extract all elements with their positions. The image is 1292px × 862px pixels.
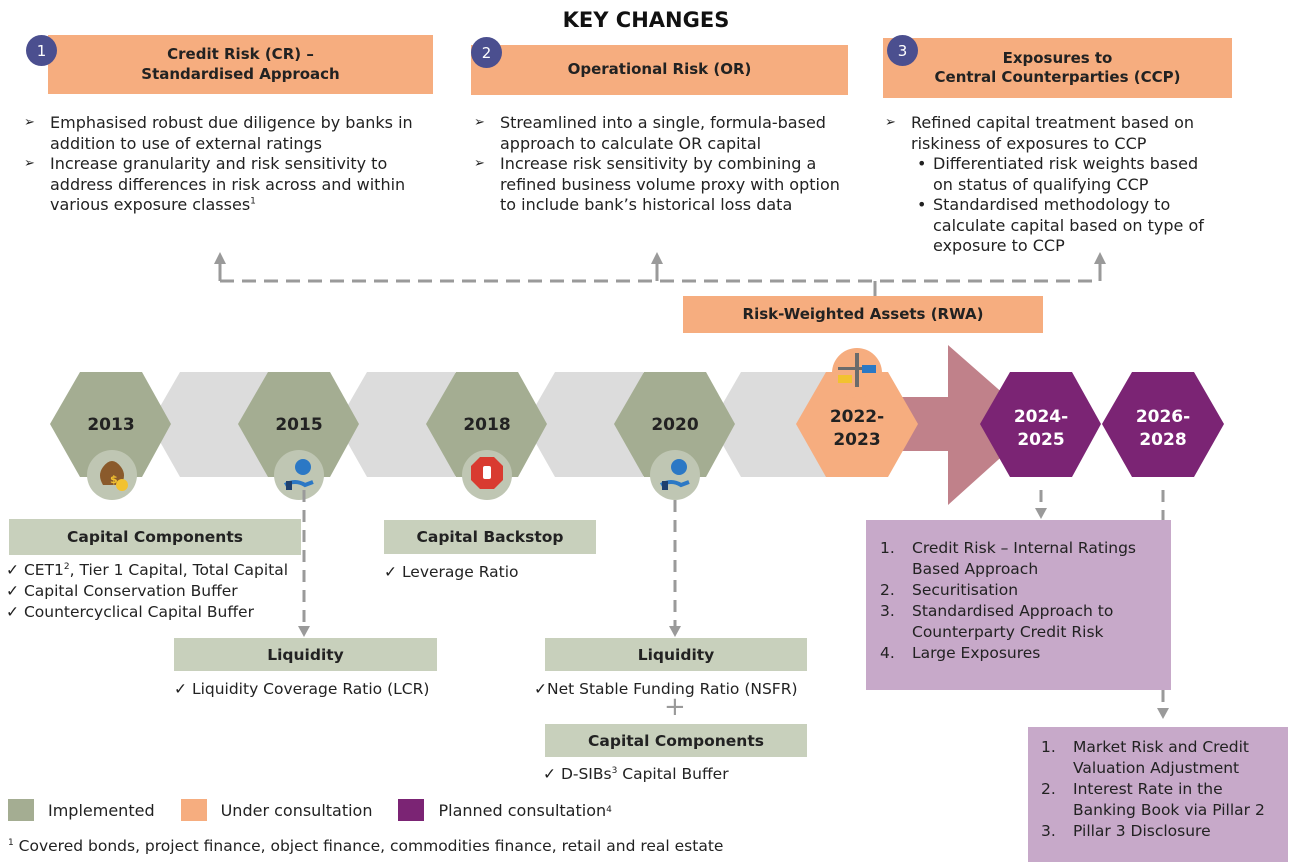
capital-backstop-item: ✓ Leverage Ratio xyxy=(384,563,519,581)
footnote: 1 Covered bonds, project finance, object… xyxy=(8,837,724,855)
box-2024-item-3: 3.Standardised Approach to Counterparty … xyxy=(880,602,1114,641)
credit-risk-bullet-2: ➢Increase granularity and risk sensitivi… xyxy=(24,154,406,214)
year-2020: 2020 xyxy=(651,415,698,435)
box-2026-2028: 1.Market Risk and Credit Valuation Adjus… xyxy=(1028,727,1288,862)
year-2026-line1: 2026- xyxy=(1136,407,1190,427)
arrow-bullet-icon: ➢ xyxy=(24,156,35,171)
year-2018: 2018 xyxy=(463,415,510,435)
credit-risk-header: Credit Risk (CR) – Standardised Approach xyxy=(48,35,433,94)
legend-swatch-planned xyxy=(398,799,425,821)
credit-risk-bullet-1: ➢Emphasised robust due diligence by bank… xyxy=(24,113,413,153)
hex-2022-2023 xyxy=(796,372,918,477)
ccp-subbullets: Differentiated risk weights based on sta… xyxy=(911,154,1215,257)
year-2013: 2013 xyxy=(87,415,134,435)
ccp-subbullet-2: Standardised methodology to calculate ca… xyxy=(911,195,1215,257)
ccp-subbullet-1: Differentiated risk weights based on sta… xyxy=(911,154,1215,195)
legend-under-consultation: Under consultation xyxy=(180,799,372,821)
capital-item-2: ✓ Capital Conservation Buffer xyxy=(6,582,238,600)
box-2024-2025: 1.Credit Risk – Internal Ratings Based A… xyxy=(866,520,1171,690)
arrow-bullet-icon: ➢ xyxy=(24,115,35,130)
box-2024-item-1: 1.Credit Risk – Internal Ratings Based A… xyxy=(880,539,1136,578)
arrow-bullet-icon: ➢ xyxy=(474,156,485,171)
rwa-label-bar: Risk-Weighted Assets (RWA) xyxy=(683,296,1043,333)
box-2026-item-3: 3.Pillar 3 Disclosure xyxy=(1041,822,1211,840)
capital-item-1: ✓ CET12, Tier 1 Capital, Total Capital xyxy=(6,561,289,579)
arrow-bullet-icon: ➢ xyxy=(474,115,485,130)
year-2022-line1: 2022- xyxy=(830,407,884,427)
down-arrow-icon xyxy=(1157,708,1169,719)
rwa-connector-lines xyxy=(214,252,1106,300)
coin-dollar-text: $ xyxy=(110,473,118,486)
liquidity-2015-header: Liquidity xyxy=(174,638,437,671)
box-2024-list: 1.Credit Risk – Internal Ratings Based A… xyxy=(880,538,1171,664)
number-badge-2: 2 xyxy=(471,37,502,68)
arrow-bullet-icon: ➢ xyxy=(885,115,896,130)
ccp-header: Exposures to Central Counterparties (CCP… xyxy=(883,38,1232,98)
down-arrow-icon xyxy=(669,626,681,637)
plus-sign: + xyxy=(664,692,686,722)
credit-risk-title-line1: Credit Risk (CR) – xyxy=(167,45,314,63)
ccp-bullets: ➢Refined capital treatment based on risk… xyxy=(885,113,1215,257)
lcr-item: ✓ Liquidity Coverage Ratio (LCR) xyxy=(174,680,430,698)
capital-components-list: ✓ CET12, Tier 1 Capital, Total Capital ✓… xyxy=(6,560,306,623)
hex-2015 xyxy=(238,372,359,477)
year-2026-line2: 2028 xyxy=(1139,430,1186,450)
legend-implemented: Implemented xyxy=(8,799,155,821)
capital-components-header: Capital Components xyxy=(9,519,301,555)
legend-swatch-under xyxy=(180,799,207,821)
box-2026-item-2: 2.Interest Rate in the Banking Book via … xyxy=(1041,780,1265,819)
operational-risk-bullets: ➢Streamlined into a single, formula-base… xyxy=(474,113,854,216)
hex-2020 xyxy=(614,372,735,477)
hex-2026-2028 xyxy=(1102,372,1224,477)
ccp-bullet-1: ➢Refined capital treatment based on risk… xyxy=(885,113,1215,257)
ccp-title-line2: Central Counterparties (CCP) xyxy=(934,68,1181,86)
box-2024-item-2: 2.Securitisation xyxy=(880,581,1019,599)
timeline-arrow xyxy=(900,345,1038,505)
year-2024-line2: 2025 xyxy=(1017,430,1064,450)
operational-risk-header: Operational Risk (OR) xyxy=(471,45,848,95)
year-2024-line1: 2024- xyxy=(1014,407,1068,427)
page-title: KEY CHANGES xyxy=(562,8,730,32)
capital-backstop-header: Capital Backstop xyxy=(384,520,596,554)
operational-risk-bullet-2: ➢Increase risk sensitivity by combining … xyxy=(474,154,840,214)
year-2015: 2015 xyxy=(275,415,322,435)
number-badge-3: 3 xyxy=(887,35,918,66)
capital-item-3: ✓ Countercyclical Capital Buffer xyxy=(6,603,254,621)
hex-2018 xyxy=(426,372,547,477)
box-2024-item-4: 4.Large Exposures xyxy=(880,644,1041,662)
down-arrow-icon xyxy=(1035,508,1047,519)
hex-2013 xyxy=(50,372,171,477)
dsibs-item: ✓ D-SIBs3 Capital Buffer xyxy=(543,765,729,783)
down-arrow-icon xyxy=(298,626,310,637)
operational-risk-title: Operational Risk (OR) xyxy=(567,60,752,79)
up-arrow-icon xyxy=(1094,252,1106,264)
hex-2024-2025 xyxy=(980,372,1101,477)
operational-risk-bullet-1: ➢Streamlined into a single, formula-base… xyxy=(474,113,826,153)
up-arrow-icon xyxy=(651,252,663,264)
box-2026-list: 1.Market Risk and Credit Valuation Adjus… xyxy=(1041,737,1288,842)
legend: Implemented Under consultation Planned c… xyxy=(8,799,612,821)
nsfr-item: ✓Net Stable Funding Ratio (NSFR) xyxy=(534,680,798,698)
liquidity-2020-header: Liquidity xyxy=(545,638,807,671)
number-badge-1: 1 xyxy=(26,35,57,66)
box-2026-item-1: 1.Market Risk and Credit Valuation Adjus… xyxy=(1041,738,1249,777)
credit-risk-title-line2: Standardised Approach xyxy=(141,64,340,83)
capital-components-2020-header: Capital Components xyxy=(545,724,807,757)
legend-swatch-implemented xyxy=(8,799,34,821)
timeline: $ 2013 2015 2018 2020 2022- 2023 2024- 2… xyxy=(50,345,1224,505)
ccp-title-line1: Exposures to xyxy=(1002,48,1113,67)
up-arrow-icon xyxy=(214,252,226,264)
credit-risk-bullets: ➢Emphasised robust due diligence by bank… xyxy=(24,113,444,216)
year-2022-line2: 2023 xyxy=(833,430,880,450)
